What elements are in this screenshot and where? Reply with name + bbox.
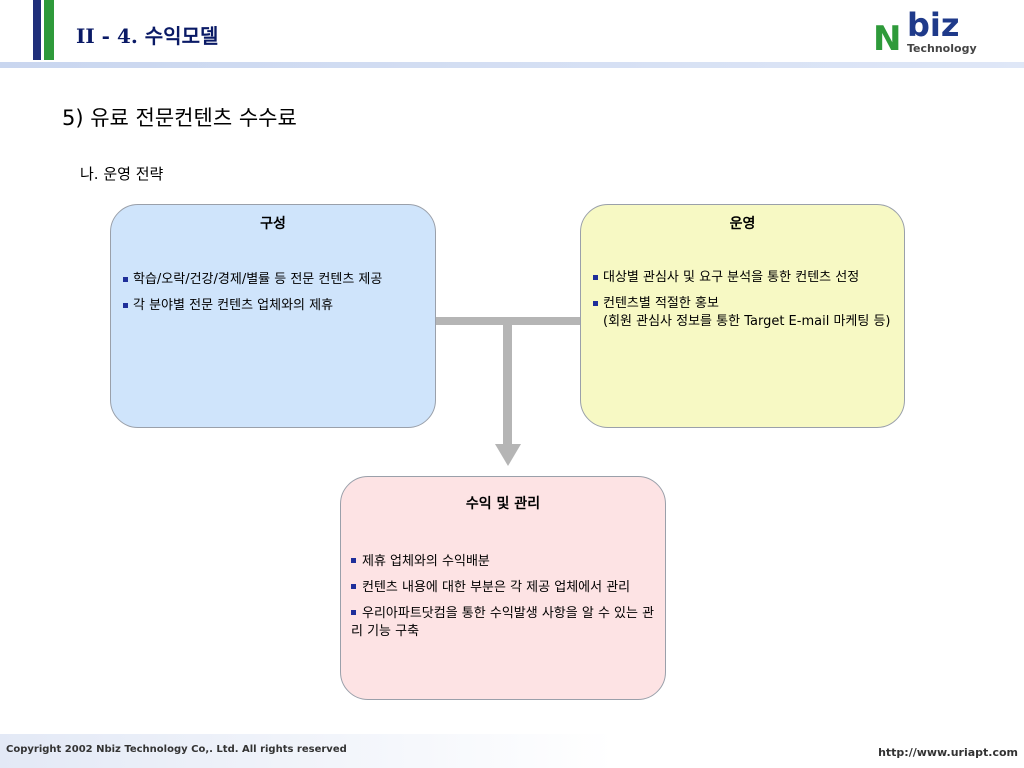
arrow-down-icon — [495, 444, 521, 466]
list-item-line: (회원 관심사 정보를 통한 Target E-mail 마케팅 등) — [603, 314, 891, 329]
connector-horizontal — [436, 317, 580, 325]
list-item: 각 분야별 전문 컨텐츠 업체와의 제휴 — [121, 297, 427, 315]
section-subheading: 나. 운영 전략 — [80, 165, 164, 183]
list-item: 제휴 업체와의 수익배분 — [351, 553, 657, 571]
list-item-text: 컨텐츠 내용에 대한 부분은 각 제공 업체에서 관리 — [362, 580, 631, 595]
list-item-line: 컨텐츠별 적절한 홍보 — [603, 296, 719, 311]
list-item: 우리아파트닷컴을 통한 수익발생 사항을 알 수 있는 관리 기능 구축 — [351, 605, 657, 641]
page-title: II - 4. 수익모델 — [76, 24, 219, 48]
connector-vertical — [503, 322, 512, 445]
box-composition: 구성 학습/오락/건강/경제/별률 등 전문 컨텐츠 제공 각 분야별 전문 컨… — [110, 204, 436, 428]
logo-word-technology: Technology — [907, 42, 977, 55]
bullet-icon — [351, 610, 356, 615]
header-accent-bar-green — [44, 0, 54, 60]
footer-copyright: Copyright 2002 Nbiz Technology Co,. Ltd.… — [6, 744, 347, 755]
box-operation-title: 운영 — [729, 216, 756, 232]
list-item-text: 제휴 업체와의 수익배분 — [362, 554, 490, 569]
box-operation-list: 대상별 관심사 및 요구 분석을 통한 컨텐츠 선정 컨텐츠별 적절한 홍보 (… — [591, 269, 896, 331]
header-accent-bar-dark — [33, 0, 41, 60]
logo-word-biz: biz — [907, 6, 960, 44]
box-revenue-management: 수익 및 관리 제휴 업체와의 수익배분 컨텐츠 내용에 대한 부분은 각 제공… — [340, 476, 666, 700]
bullet-icon — [351, 558, 356, 563]
section-heading: 5) 유료 전문컨텐츠 수수료 — [62, 106, 297, 130]
list-item: 컨텐츠 내용에 대한 부분은 각 제공 업체에서 관리 — [351, 579, 657, 597]
box-revenue-list: 제휴 업체와의 수익배분 컨텐츠 내용에 대한 부분은 각 제공 업체에서 관리… — [351, 553, 657, 649]
box-composition-list: 학습/오락/건강/경제/별률 등 전문 컨텐츠 제공 각 분야별 전문 컨텐츠 … — [121, 271, 427, 323]
box-operation: 운영 대상별 관심사 및 요구 분석을 통한 컨텐츠 선정 컨텐츠별 적절한 홍… — [580, 204, 905, 428]
list-item: 대상별 관심사 및 요구 분석을 통한 컨텐츠 선정 — [591, 269, 896, 287]
box-revenue-title: 수익 및 관리 — [465, 496, 541, 512]
footer-band — [0, 734, 1024, 768]
list-item: 학습/오락/건강/경제/별률 등 전문 컨텐츠 제공 — [121, 271, 427, 289]
box-composition-title: 구성 — [260, 216, 286, 232]
bullet-icon — [351, 584, 356, 589]
logo-letter-n: N — [873, 19, 902, 59]
list-item-text: 우리아파트닷컴을 통한 수익발생 사항을 알 수 있는 관리 기능 구축 — [351, 606, 655, 639]
header-divider — [0, 62, 1024, 68]
footer-url: http://www.uriapt.com — [878, 746, 1018, 759]
list-item: 컨텐츠별 적절한 홍보 (회원 관심사 정보를 통한 Target E-mail… — [591, 295, 896, 331]
